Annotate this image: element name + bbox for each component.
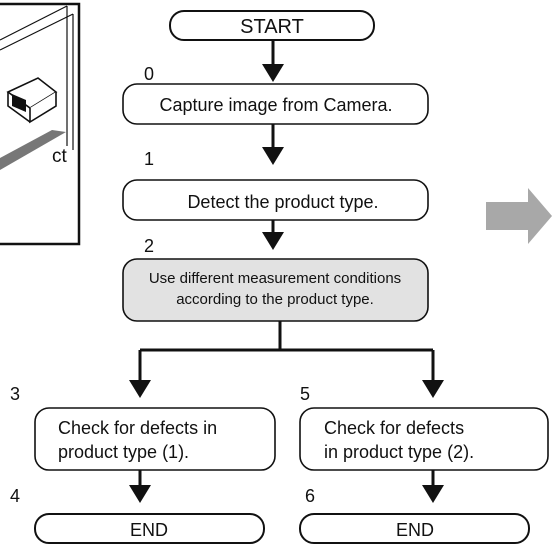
step-number: 6 (305, 486, 315, 506)
process-capture-image: Capture image from Camera. (122, 83, 429, 125)
step-number: 0 (144, 64, 154, 84)
branch-connector (129, 321, 444, 398)
step-label: Detect the product type. (187, 192, 378, 212)
step-number: 2 (144, 236, 154, 256)
step-number: 1 (144, 149, 154, 169)
condition-line-1: Use different measurement conditions (149, 270, 401, 287)
process-detect-type: Detect the product type. (122, 179, 429, 221)
arrow-head (262, 64, 284, 82)
end-label: END (396, 520, 434, 540)
condition-branch-by-type: Use different measurement conditions acc… (122, 258, 429, 322)
step-label-line-2: product type (1). (58, 442, 189, 462)
step-label-line-1: Check for defects in (58, 418, 217, 438)
step-number: 3 (10, 384, 20, 404)
arrow-head (262, 147, 284, 165)
end-terminator-left: END (34, 513, 265, 544)
step-label: Capture image from Camera. (159, 95, 392, 115)
arrow-head (129, 485, 151, 503)
start-terminator: START (169, 10, 375, 41)
camera-inset-illustration: ct (0, 2, 81, 246)
right-arrow-icon (486, 188, 552, 244)
step-label-line-2: in product type (2). (324, 442, 474, 462)
arrow-head (422, 485, 444, 503)
step-label-line-1: Check for defects (324, 418, 464, 438)
end-label: END (130, 520, 168, 540)
process-check-type-2: Check for defects in product type (2). (299, 407, 549, 471)
step-number: 4 (10, 486, 20, 506)
arrow-head (262, 232, 284, 250)
process-check-type-1: Check for defects in product type (1). (34, 407, 276, 471)
start-label: START (240, 16, 304, 38)
camera-icon (6, 77, 58, 124)
step-number: 5 (300, 384, 310, 404)
inset-label: ct (52, 146, 68, 167)
arrow-head (422, 380, 444, 398)
arrow-head (129, 380, 151, 398)
condition-line-2: according to the product type. (176, 291, 374, 308)
end-terminator-right: END (299, 513, 530, 544)
